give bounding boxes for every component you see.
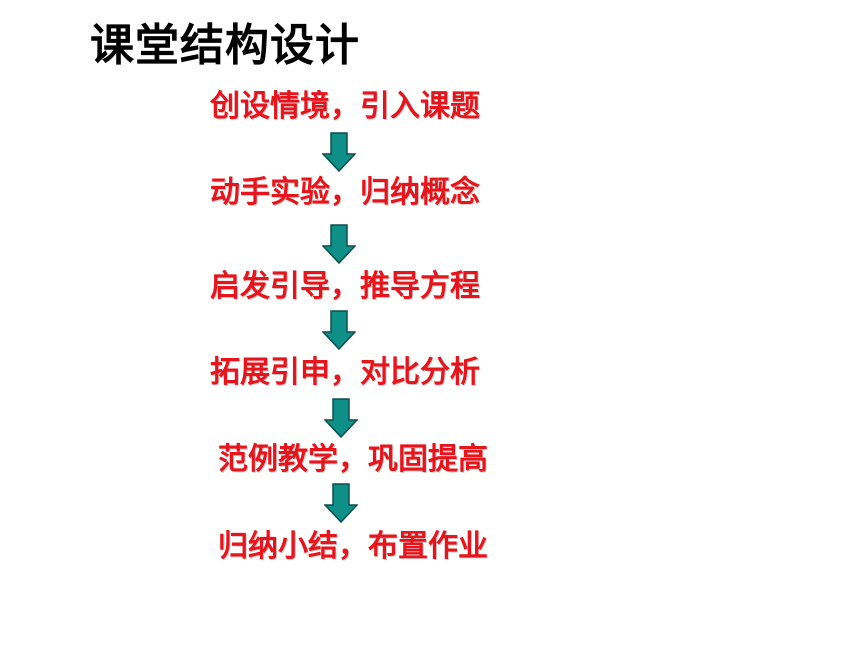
down-arrow-icon-svg [324,483,358,523]
down-arrow-icon-svg [322,132,356,172]
down-arrow-icon [322,310,356,350]
step-6: 归纳小结，布置作业 [218,529,488,564]
step-4: 拓展引申，对比分析 [210,355,480,390]
down-arrow-icon-svg [322,310,356,350]
down-arrow-icon-svg [322,224,356,264]
down-arrow-icon [324,483,358,523]
step-1: 创设情境，引入课题 [210,89,480,124]
down-arrow-icon-svg [324,398,358,438]
down-arrow-icon [322,132,356,172]
down-arrow-icon [322,224,356,264]
down-arrow-icon [324,398,358,438]
step-2: 动手实验，归纳概念 [210,175,480,210]
slide-title: 课堂结构设计 [90,20,360,71]
step-5: 范例教学，巩固提高 [218,442,488,477]
step-3: 启发引导，推导方程 [210,269,480,304]
